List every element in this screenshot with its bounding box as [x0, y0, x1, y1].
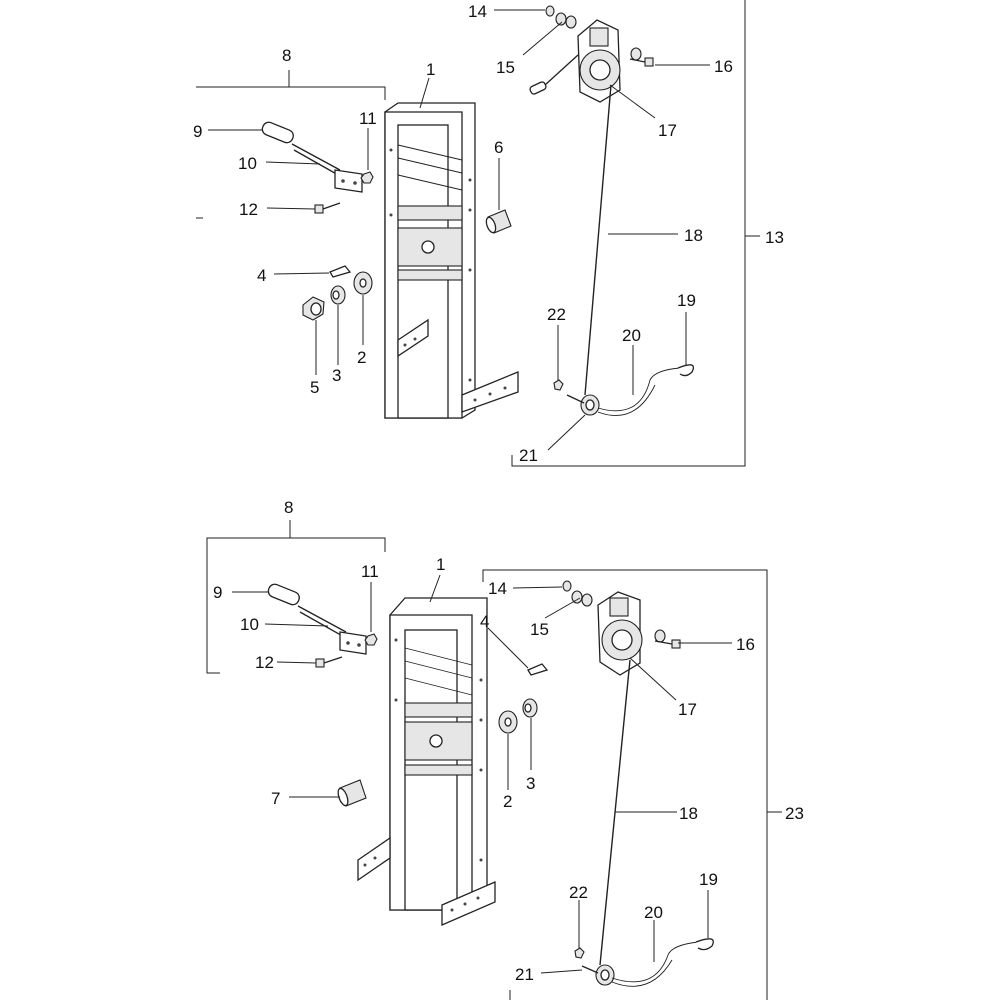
- knob-part-5: [302, 296, 325, 321]
- bracket-assembly-8-b: [206, 537, 386, 674]
- label-15-b: 15: [530, 620, 549, 639]
- label-6: 6: [494, 138, 503, 157]
- label-11-b: 11: [361, 562, 379, 581]
- pulley-part-21-b: [581, 964, 615, 986]
- hook-part-19: [677, 364, 695, 377]
- label-1: 1: [426, 60, 435, 79]
- top-diagram: 14 15 16 17 8 1 11 9 10 6 12 18 13 4 19 …: [193, 0, 784, 467]
- label-20: 20: [622, 326, 641, 345]
- spacer-part-3-b: [522, 698, 538, 718]
- label-4: 4: [257, 266, 266, 285]
- label-12-b: 12: [255, 653, 274, 672]
- label-17: 17: [658, 121, 677, 140]
- label-10-b: 10: [240, 615, 259, 634]
- strap-part-20: [597, 367, 681, 412]
- label-12: 12: [239, 200, 258, 219]
- cable-part-18: [584, 84, 612, 396]
- bolt-part-16-b: [654, 629, 681, 649]
- handle-part-9-b: [267, 583, 367, 655]
- label-22: 22: [547, 305, 566, 324]
- bottom-diagram: 8 1 11 9 10 14 4 15 16 12 17 3 2 7 18 23…: [206, 498, 804, 1000]
- sleeve-part-6: [485, 209, 512, 234]
- label-20-b: 20: [644, 903, 663, 922]
- label-14: 14: [468, 2, 487, 21]
- sleeve-part-7: [337, 779, 367, 807]
- label-17-b: 17: [678, 700, 697, 719]
- label-4-b: 4: [480, 612, 489, 631]
- label-19-b: 19: [699, 870, 718, 889]
- label-19: 19: [677, 291, 696, 310]
- bolt-part-16: [629, 47, 654, 67]
- label-21: 21: [519, 446, 538, 465]
- strap-part-20-b: [611, 941, 699, 983]
- label-2-b: 2: [503, 792, 512, 811]
- bracket-assembly-8: [196, 86, 386, 100]
- nut-part-11-b: [364, 633, 378, 646]
- label-1-b: 1: [436, 555, 445, 574]
- label-8-b: 8: [284, 498, 293, 517]
- clip-part-4-b: [527, 663, 549, 676]
- label-7: 7: [271, 789, 280, 808]
- label-21-b: 21: [515, 965, 534, 984]
- winch-part-17-b: [597, 591, 643, 676]
- nut-part-22: [553, 379, 564, 391]
- label-14-b: 14: [488, 579, 507, 598]
- handle-part-9: [261, 121, 363, 193]
- label-10: 10: [238, 154, 257, 173]
- label-2: 2: [357, 348, 366, 367]
- label-13: 13: [765, 228, 784, 247]
- spacer-part-3: [330, 285, 346, 305]
- label-22-b: 22: [569, 883, 588, 902]
- frame-part-1-b: [357, 597, 496, 926]
- label-3: 3: [332, 366, 341, 385]
- washer-part-2: [353, 271, 373, 295]
- label-3-b: 3: [526, 774, 535, 793]
- winch-part-17: [529, 19, 621, 103]
- label-11: 11: [359, 109, 377, 128]
- label-9: 9: [193, 122, 202, 141]
- nut-part-22-b: [574, 947, 585, 959]
- label-9-b: 9: [213, 583, 222, 602]
- pulley-part-21: [566, 394, 600, 416]
- label-18-b: 18: [679, 804, 698, 823]
- frame-part-1: [384, 102, 519, 419]
- washers-part-14-15: [545, 5, 577, 29]
- nut-part-11: [360, 171, 374, 184]
- label-23: 23: [785, 804, 804, 823]
- label-16-b: 16: [736, 635, 755, 654]
- bracket-assembly-13: [511, 0, 746, 467]
- label-5: 5: [310, 378, 319, 397]
- bolt-part-12: [314, 202, 341, 214]
- washers-part-14-15-b: [562, 580, 593, 607]
- label-15: 15: [496, 58, 515, 77]
- bracket-assembly-23: [482, 569, 768, 1000]
- hook-part-19-b: [695, 938, 714, 951]
- washer-part-2-b: [498, 710, 518, 734]
- bolt-part-12-b: [315, 656, 343, 668]
- label-8: 8: [282, 46, 291, 65]
- label-16: 16: [714, 57, 733, 76]
- label-18: 18: [684, 226, 703, 245]
- clip-part-4: [329, 265, 352, 278]
